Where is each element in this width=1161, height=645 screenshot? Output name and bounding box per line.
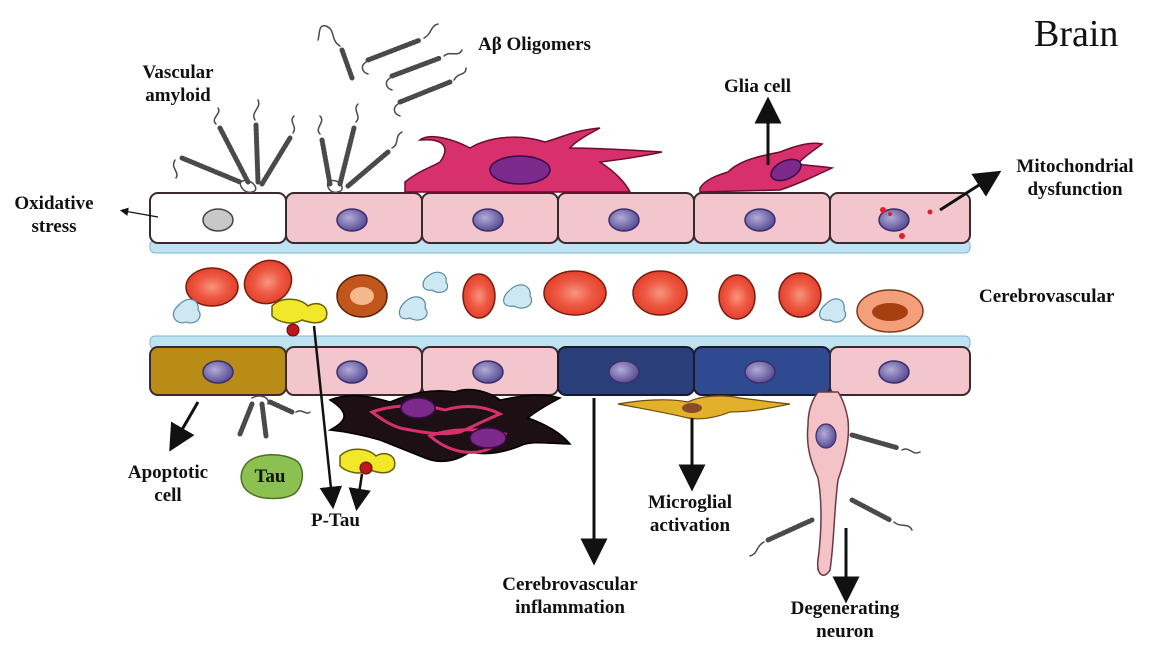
amyloid-fiber (262, 116, 294, 184)
microglial-line2: activation (630, 515, 750, 538)
ab-oligomers-label: Aβ Oligomers (478, 34, 591, 57)
red-dot (928, 210, 933, 215)
microglia-nucleus (682, 403, 702, 413)
red-blood-cell (719, 275, 755, 319)
apoptotic-cell-label: Apoptotic cell (118, 462, 218, 508)
p-tau-molecule (272, 299, 327, 323)
tau-protein: Tau (241, 455, 302, 499)
inflammation-line1: Cerebrovascular (490, 574, 650, 597)
red-dot (888, 212, 892, 216)
oxidative-line1: Oxidative (4, 193, 104, 216)
phosphate-dot (287, 324, 299, 336)
nucleus (337, 209, 367, 231)
microglia (618, 396, 790, 419)
oxidative-stress-label: Oxidative stress (4, 193, 104, 239)
amyloid-fiber (852, 435, 920, 453)
amyloid-fiber (750, 520, 812, 556)
tau-fiber (270, 402, 292, 412)
amyloid-fiber (340, 104, 358, 184)
glia-nucleus (401, 398, 435, 418)
amyloid-fiber (254, 100, 259, 182)
nucleus (473, 209, 503, 231)
phosphate-dot (360, 462, 372, 474)
mitochondrial-dysfunction-label: Mitochondrial dysfunction (1000, 156, 1150, 202)
cerebrovascular-inflammation-label: Cerebrovascular inflammation (490, 574, 650, 620)
nucleus (745, 209, 775, 231)
mitochondrial-line2: dysfunction (1000, 179, 1150, 202)
vascular-amyloid-line2: amyloid (128, 85, 228, 108)
vascular-amyloid-label: Vascular amyloid (128, 62, 228, 108)
degenerating-line1: Degenerating (770, 598, 920, 621)
nucleus (745, 361, 775, 383)
red-blood-cell (779, 273, 821, 317)
blood-vessel-lumen (173, 253, 923, 336)
amyloid-fiber (852, 500, 912, 530)
tau-fiber (240, 404, 252, 434)
page-title: Brain (1034, 12, 1118, 56)
tau-fibers (240, 396, 310, 436)
neuron-body (807, 392, 848, 575)
lower-endothelial-layer (150, 347, 970, 395)
tau-fiber-tail (296, 411, 310, 413)
tau-label: Tau (255, 466, 286, 487)
oligomer-fiber (318, 26, 352, 78)
red-blood-cell (544, 271, 606, 315)
cerebrovascular-label: Cerebrovascular (979, 286, 1114, 309)
microglia-cell (618, 396, 790, 419)
gray-nucleus (203, 209, 233, 231)
vascular-amyloid-fibers (174, 100, 402, 192)
oxidative-line2: stress (4, 216, 104, 239)
red-dot (880, 207, 886, 213)
rbc-center (350, 287, 374, 305)
degenerating-line2: neuron (770, 621, 920, 644)
apoptotic-arrow (176, 402, 198, 440)
vascular-amyloid-line1: Vascular (128, 62, 228, 85)
glia-nucleus (490, 156, 550, 184)
red-blood-cell (633, 271, 687, 315)
apoptotic-line1: Apoptotic (118, 462, 218, 485)
amyloid-fiber (348, 132, 402, 186)
tau-fiber (262, 404, 266, 436)
degenerating-neuron (750, 392, 920, 575)
upper-endothelial-layer (150, 193, 970, 243)
amyloid-fiber (318, 116, 330, 184)
neuron-nucleus (816, 424, 836, 448)
nucleus (337, 361, 367, 383)
nucleus (609, 361, 639, 383)
nucleus (203, 361, 233, 383)
degenerating-neuron-label: Degenerating neuron (770, 598, 920, 644)
inflammation-line2: inflammation (490, 597, 650, 620)
glia-cell-label: Glia cell (724, 76, 791, 99)
platelet (820, 299, 846, 322)
nucleus (609, 209, 639, 231)
p-tau-arrow-right (358, 474, 362, 500)
red-blood-cell (463, 274, 495, 318)
apoptotic-line2: cell (118, 485, 218, 508)
microglial-line1: Microglial (630, 492, 750, 515)
nucleus (473, 361, 503, 383)
red-dot (899, 233, 905, 239)
ab-oligomers (318, 24, 466, 116)
glia-nucleus (470, 428, 506, 448)
platelet (423, 272, 448, 292)
p-tau-label: P-Tau (311, 510, 360, 533)
amyloid-fiber (174, 158, 240, 182)
nucleus (879, 361, 909, 383)
oligomer-fiber (394, 68, 466, 116)
mitochondrial-line1: Mitochondrial (1000, 156, 1150, 179)
platelet (173, 299, 200, 323)
platelet (399, 297, 427, 320)
glia-cell (700, 143, 832, 192)
rbc-center (872, 303, 908, 321)
activated-glia (330, 390, 570, 474)
oligomer-fiber (362, 24, 438, 74)
platelet (504, 285, 532, 308)
microglial-activation-label: Microglial activation (630, 492, 750, 538)
